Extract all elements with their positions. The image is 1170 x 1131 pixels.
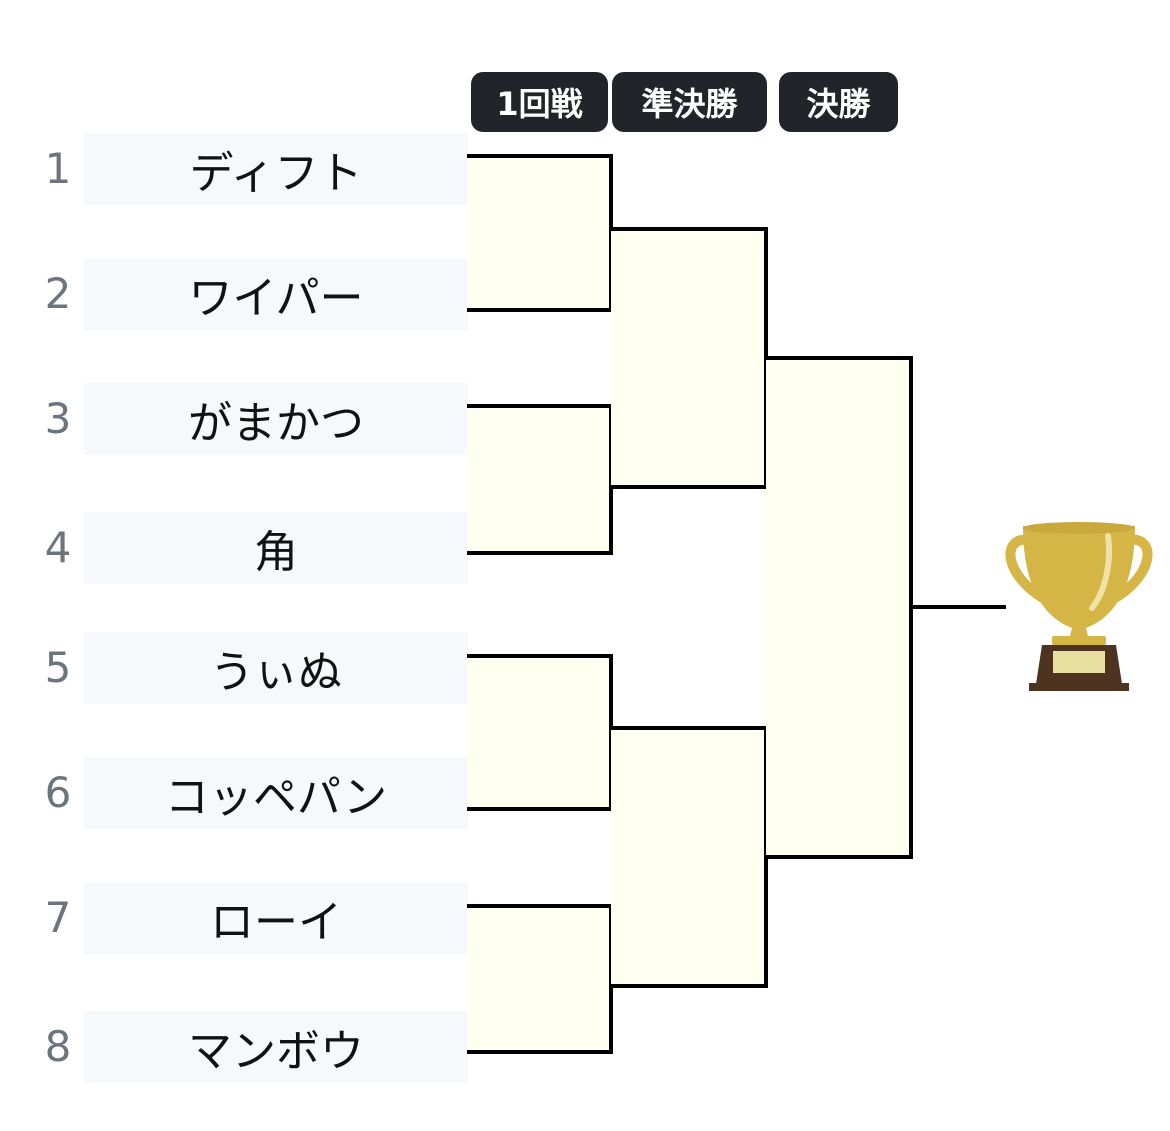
player-slot bbox=[84, 757, 468, 829]
bracket-semifinal-2 bbox=[611, 728, 766, 986]
seed-number: 1 bbox=[44, 144, 72, 193]
player-slot bbox=[84, 882, 468, 954]
round-label-final: 決勝 bbox=[779, 72, 898, 132]
player-slot bbox=[84, 632, 468, 704]
player-name: がまかつ bbox=[188, 398, 364, 449]
bracket-semifinal-1 bbox=[611, 229, 766, 487]
player-name: コッペパン bbox=[164, 772, 388, 823]
round-label-semifinal: 準決勝 bbox=[612, 72, 767, 132]
bracket-match-2 bbox=[467, 406, 611, 553]
seed-number: 4 bbox=[44, 523, 72, 572]
seed-number: 7 bbox=[44, 893, 72, 942]
bracket-match-4 bbox=[467, 906, 611, 1052]
seed-number: 5 bbox=[44, 643, 72, 692]
seed-number: 8 bbox=[44, 1022, 72, 1071]
player-slot bbox=[84, 258, 468, 330]
trophy-icon bbox=[1005, 522, 1153, 691]
bracket-match-1 bbox=[467, 156, 611, 310]
player-slot bbox=[84, 133, 468, 205]
round-label-first: 1回戦 bbox=[471, 72, 608, 132]
player-name: ローイ bbox=[210, 897, 342, 948]
seed-number: 6 bbox=[44, 768, 72, 817]
player-slot bbox=[84, 512, 468, 584]
bracket-match-3 bbox=[467, 656, 611, 809]
bracket-final bbox=[766, 358, 911, 857]
player-name: ディフト bbox=[189, 148, 363, 199]
player-name: 角 bbox=[254, 527, 298, 578]
player-name: ワイパー bbox=[188, 273, 364, 324]
seed-number: 2 bbox=[44, 269, 72, 318]
seed-number: 3 bbox=[44, 394, 72, 443]
player-slot bbox=[84, 383, 468, 455]
player-name: マンボウ bbox=[188, 1026, 364, 1077]
player-name: うぃぬ bbox=[210, 647, 342, 698]
player-slot bbox=[84, 1011, 468, 1083]
